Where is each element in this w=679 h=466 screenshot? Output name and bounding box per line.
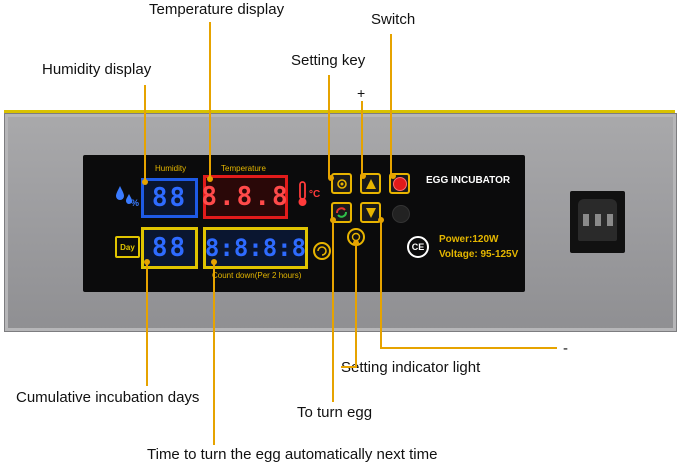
leader-indicator: [341, 243, 357, 368]
socket-pin: [607, 214, 613, 226]
day-icon-text: Day: [120, 243, 135, 252]
panel-top-edge: [4, 110, 675, 115]
callout-setting-indicator-light: Setting indicator light: [341, 359, 481, 376]
humidity-display: 88: [141, 178, 198, 218]
callout-minus: -: [563, 340, 568, 357]
socket-pin: [583, 214, 589, 226]
leader-dot: [211, 259, 217, 265]
ce-mark-text: CE: [411, 242, 425, 252]
turn-arrow-icon: [317, 246, 327, 256]
up-arrow-icon: [365, 178, 376, 189]
humidity-icon: [116, 186, 132, 204]
celsius-mark: °C: [309, 189, 321, 200]
callout-plus: +: [357, 85, 366, 101]
callout-temperature-display: Temperature display: [149, 1, 285, 18]
socket-pin: [595, 214, 601, 226]
days-display: 88: [141, 227, 198, 269]
callout-to-turn-egg: To turn egg: [297, 404, 373, 421]
leader-dot: [353, 240, 359, 246]
thermometer-icon: [298, 181, 307, 206]
plus-button[interactable]: [360, 173, 381, 194]
socket-inner: [578, 199, 617, 241]
callout-setting-key: Setting key: [291, 52, 366, 69]
leader-dot: [378, 217, 384, 223]
callout-humidity-display: Humidity display: [42, 61, 152, 78]
temperature-display: 8.8.8: [201, 175, 288, 219]
power-rating: Power:120W: [439, 234, 499, 245]
temperature-label: Temperature: [221, 164, 266, 173]
leader-dot: [328, 175, 334, 181]
leader-dot: [360, 173, 366, 179]
countdown-label: Count down(Per 2 hours): [212, 271, 302, 280]
minus-button[interactable]: [360, 202, 381, 223]
leader-dot: [390, 173, 396, 179]
setting-key-icon: [336, 178, 347, 189]
humidity-percent-mark: %: [131, 198, 140, 208]
leader-dot: [144, 259, 150, 265]
turn-egg-icon: [336, 207, 347, 218]
turn-egg-indicator-icon: [313, 242, 331, 260]
callout-time-to-turn: Time to turn the egg automatically next …: [147, 446, 438, 463]
brand-title: EGG INCUBATOR: [426, 175, 511, 186]
callout-switch: Switch: [371, 11, 416, 28]
sensor-lens: [392, 205, 410, 223]
power-icon: [392, 176, 407, 191]
day-icon: Day: [115, 236, 140, 258]
voltage-rating: Voltage: 95-125V: [439, 249, 519, 260]
leader-dot: [142, 179, 148, 185]
leader-dot: [330, 217, 336, 223]
power-socket: [570, 191, 625, 253]
leader-minus: [380, 220, 557, 349]
turn-egg-button[interactable]: [331, 202, 352, 223]
leader-dot: [207, 176, 213, 182]
callout-cumulative-days: Cumulative incubation days: [16, 389, 200, 406]
control-face: [83, 155, 525, 292]
down-arrow-icon: [365, 207, 376, 218]
humidity-label: Humidity: [155, 164, 187, 173]
ce-mark: CE: [407, 236, 429, 258]
countdown-display: 8:8:8:8: [203, 227, 308, 269]
setting-key-button[interactable]: [331, 173, 352, 194]
